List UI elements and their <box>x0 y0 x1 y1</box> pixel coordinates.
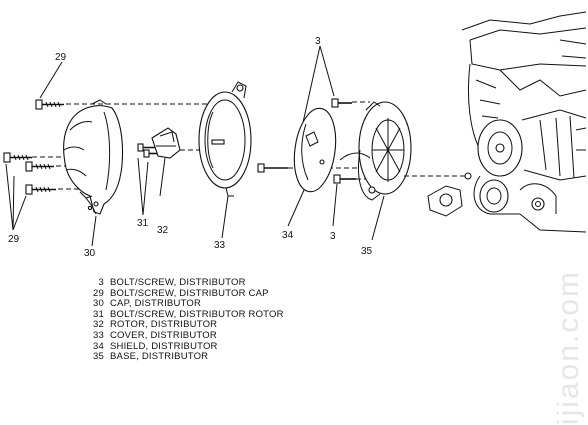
leader-3-bottom <box>332 183 338 227</box>
distributor-rotor <box>151 127 181 197</box>
leader-33 <box>221 195 229 239</box>
bolt-29-left-group <box>3 152 56 195</box>
callout-3-top: 3 <box>315 36 321 47</box>
engine-block <box>427 11 587 233</box>
leader-35 <box>371 195 385 241</box>
watermark: ijiaon.com <box>552 270 585 425</box>
callout-35: 35 <box>361 246 373 257</box>
distributor-cover <box>198 81 252 197</box>
callout-29-top: 29 <box>55 52 67 63</box>
leader-30 <box>91 215 97 247</box>
bolt-3-left <box>257 163 288 173</box>
callout-33: 33 <box>214 240 226 251</box>
callout-30: 30 <box>84 248 96 259</box>
leader-29-left <box>5 163 27 231</box>
distributor-shield <box>293 107 337 193</box>
callout-34: 34 <box>282 230 294 241</box>
callout-31: 31 <box>137 218 149 229</box>
bolt-29-top <box>35 99 64 110</box>
distributor-base <box>339 101 412 201</box>
callout-29-left: 29 <box>8 234 20 245</box>
leader-29-top <box>39 61 63 99</box>
bolt-3-upper <box>331 98 352 108</box>
callout-32: 32 <box>157 225 169 236</box>
leader-34 <box>287 189 305 227</box>
leader-31 <box>137 157 149 216</box>
callout-3-bottom: 3 <box>330 231 336 242</box>
bolt-3-lower <box>333 174 356 184</box>
distributor-cap <box>63 99 124 215</box>
